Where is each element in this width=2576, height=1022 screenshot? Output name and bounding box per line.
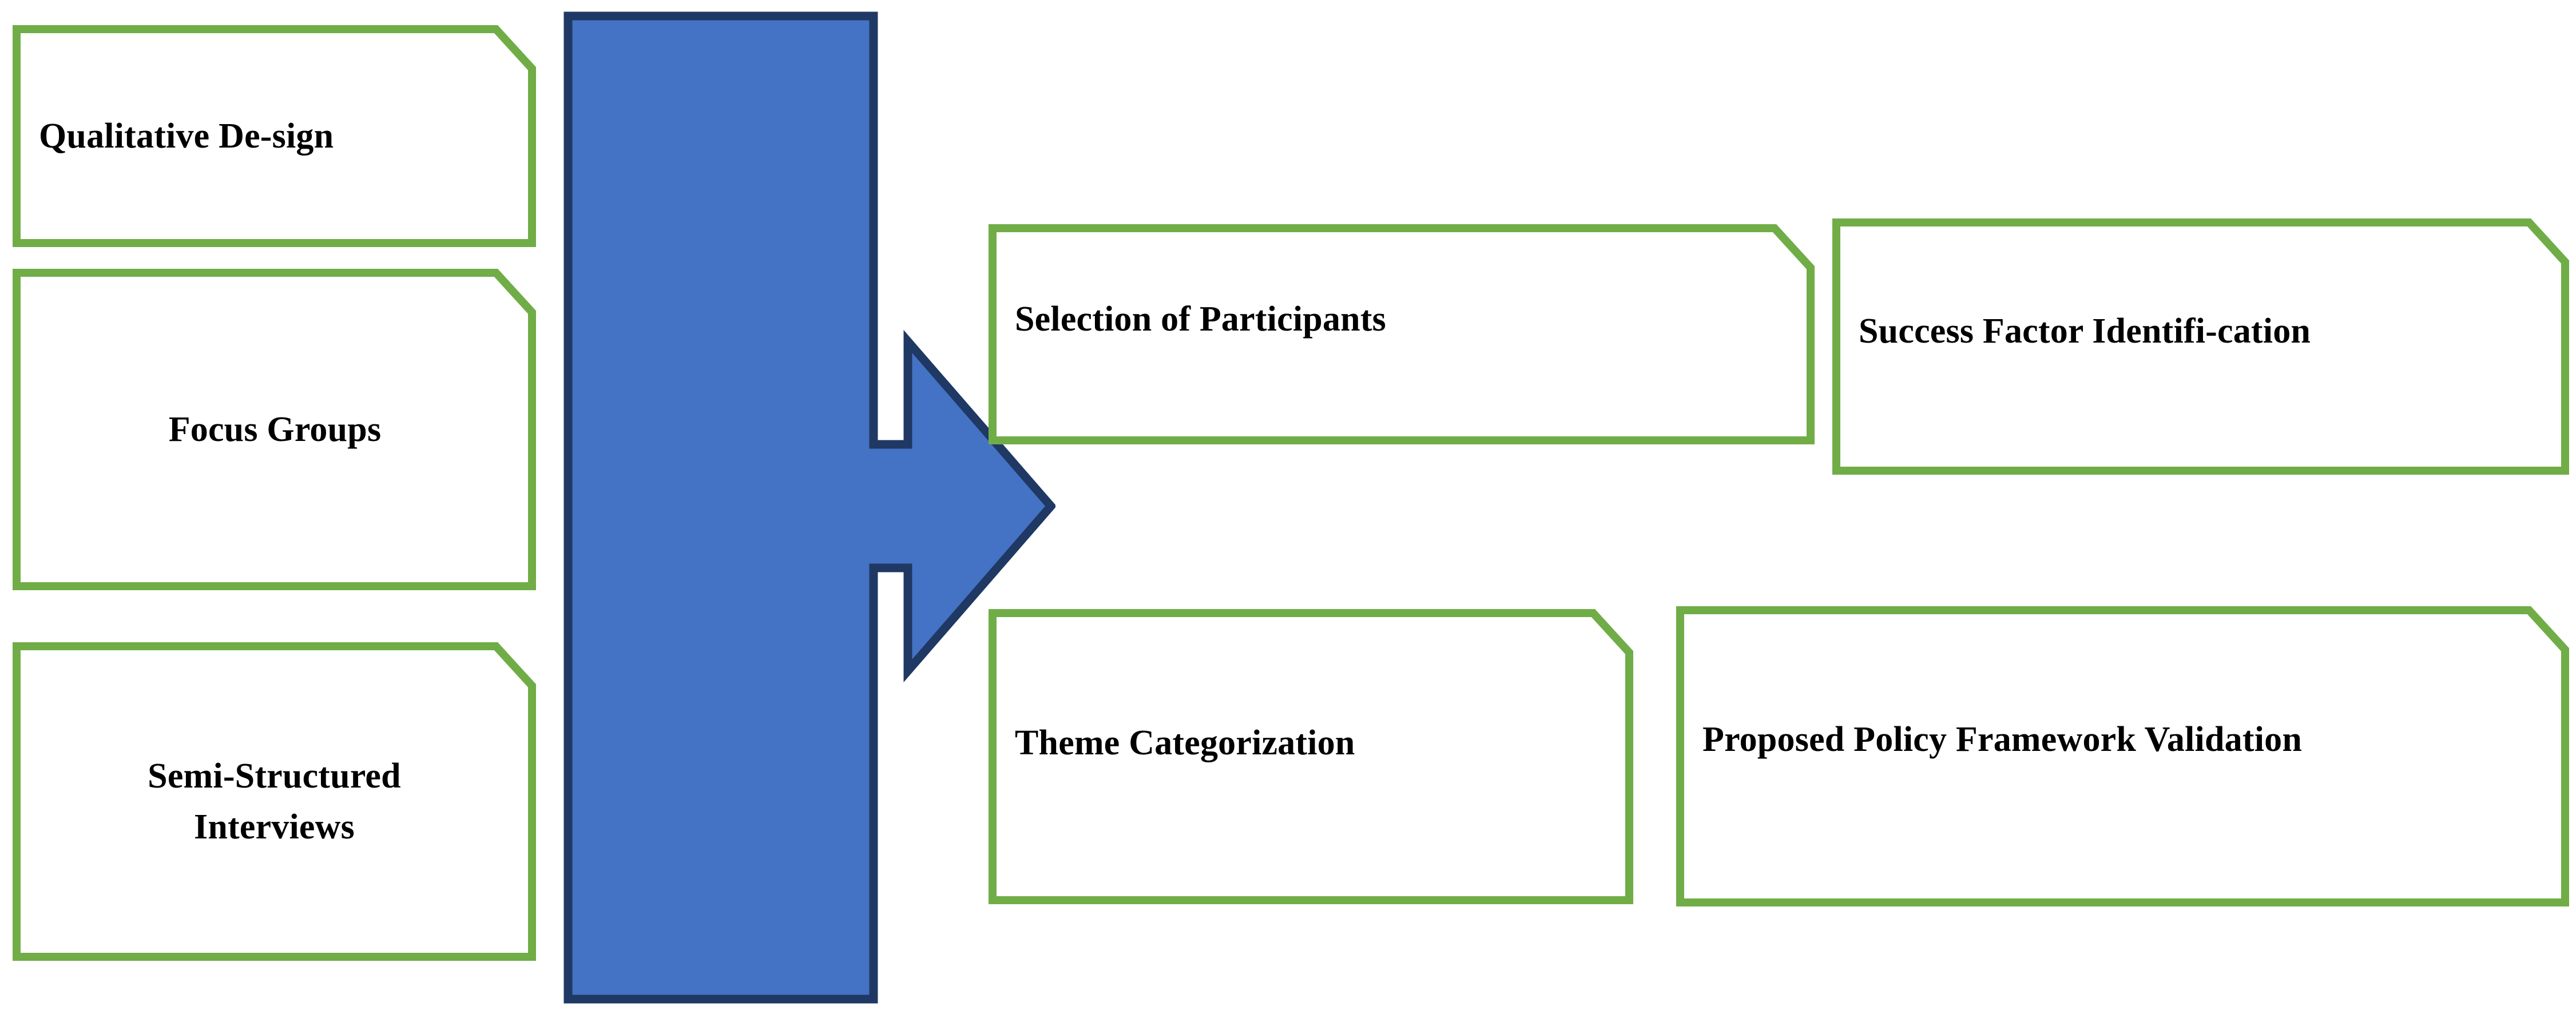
node-theme-categorization[interactable]: Theme Categorization [989,609,1633,904]
node-label: Selection of Participants [1015,300,1387,339]
node-proposed-policy-framework-validation[interactable]: Proposed Policy Framework Validation [1676,606,2569,906]
node-label: Success Factor Identifi-cation [1859,311,2311,351]
node-label: Qualitative De-​sign [39,116,334,156]
node-qualitative-design[interactable]: Qualitative De-​sign [13,25,536,247]
node-focus-groups[interactable]: Focus Groups [13,269,536,590]
node-selection-of-participants[interactable]: Selection of Participants [989,224,1815,444]
process-arrow [563,11,1055,1004]
node-label: Semi-Structured Interviews [148,757,401,846]
node-semi-structured-interviews[interactable]: Semi-Structured Interviews [13,642,536,961]
node-success-factor-identification[interactable]: Success Factor Identifi-cation [1832,218,2569,475]
node-label: Focus Groups [168,409,382,449]
node-label: Proposed Policy Framework Validation [1702,720,2303,759]
node-label: Theme Categorization [1015,723,1355,762]
